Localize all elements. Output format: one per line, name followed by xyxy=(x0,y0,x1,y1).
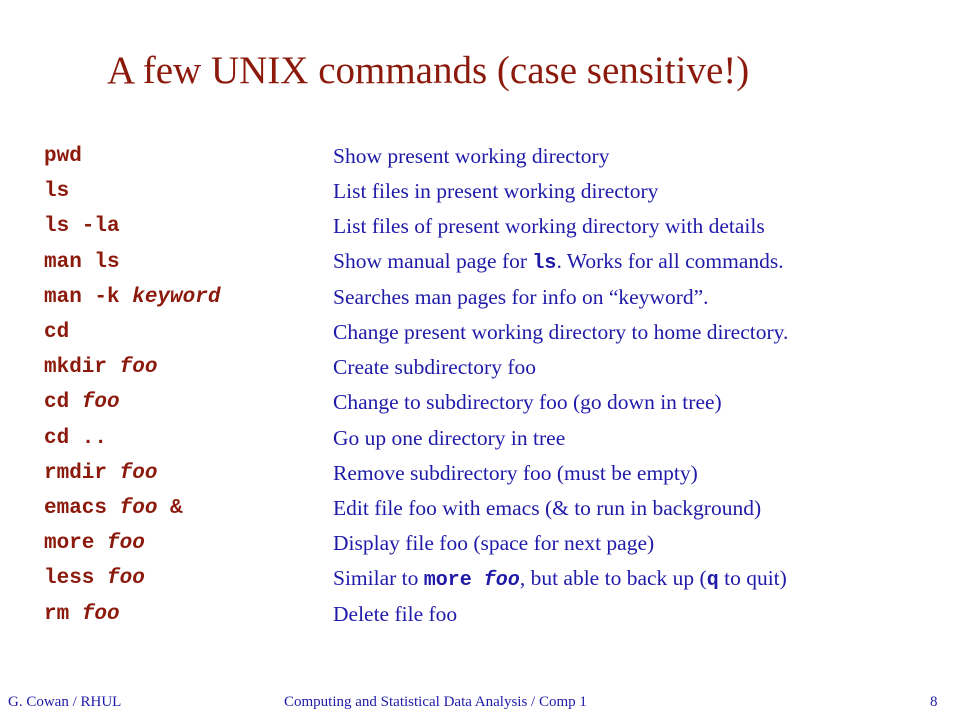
command-description: List files of present working directory … xyxy=(333,214,765,239)
command-text: cd xyxy=(44,391,82,415)
command-text: cd .. xyxy=(44,426,108,450)
command-name: more foo xyxy=(44,532,333,555)
command-description: Similar to more foo, but able to back up… xyxy=(333,566,787,592)
command-text: emacs xyxy=(44,496,120,520)
page-number: 8 xyxy=(930,694,938,710)
command-description: Create subdirectory foo xyxy=(333,355,536,380)
command-text: ls -la xyxy=(44,215,120,239)
command-name: pwd xyxy=(44,145,333,168)
command-row: more foo Display file foo (space for nex… xyxy=(44,526,944,561)
command-name: man ls xyxy=(44,251,333,274)
command-description: Display file foo (space for next page) xyxy=(333,531,655,556)
command-text: ls xyxy=(44,180,70,204)
command-list: pwd Show present working directory ls Li… xyxy=(44,139,944,632)
command-argument: foo xyxy=(107,532,145,556)
command-row: emacs foo & Edit file foo with emacs (& … xyxy=(44,491,944,526)
command-row: cd .. Go up one directory in tree xyxy=(44,421,944,456)
footer-author: G. Cowan / RHUL xyxy=(8,694,122,710)
slide-title: A few UNIX commands (case sensitive!) xyxy=(107,49,750,92)
description-text: . Works for all commands. xyxy=(556,249,784,274)
command-text: rm xyxy=(44,602,82,626)
command-name: less foo xyxy=(44,567,333,590)
command-description: Show manual page for ls. Works for all c… xyxy=(333,249,784,275)
command-name: emacs foo & xyxy=(44,497,333,520)
inline-code-text: more xyxy=(423,568,484,592)
command-text: mkdir xyxy=(44,356,120,380)
command-row: ls List files in present working directo… xyxy=(44,174,944,209)
command-description: Go up one directory in tree xyxy=(333,425,566,450)
command-name: cd foo xyxy=(44,391,333,414)
description-text: Similar to xyxy=(333,565,424,590)
command-argument: foo xyxy=(81,602,120,626)
command-argument: foo xyxy=(81,391,120,415)
command-name: cd .. xyxy=(44,427,333,450)
command-text: cd xyxy=(44,321,70,345)
command-text: more xyxy=(44,532,108,556)
command-row: mkdir foo Create subdirectory foo xyxy=(44,350,944,385)
command-row: pwd Show present working directory xyxy=(44,139,944,174)
command-description: Change to subdirectory foo (go down in t… xyxy=(333,390,722,415)
command-description: Edit file foo with emacs (& to run in ba… xyxy=(333,495,762,520)
command-row: rm foo Delete file foo xyxy=(44,596,944,631)
description-text: Show manual page for xyxy=(333,249,533,274)
command-name: ls -la xyxy=(44,215,333,238)
description-text: , but able to back up ( xyxy=(519,565,707,590)
command-row: ls -la List files of present working dir… xyxy=(44,209,944,244)
command-row: cd foo Change to subdirectory foo (go do… xyxy=(44,385,944,420)
command-name: man -k keyword xyxy=(44,286,333,309)
command-text: pwd xyxy=(44,145,82,169)
command-argument: foo xyxy=(107,567,145,591)
command-text: man ls xyxy=(44,250,120,274)
command-description: Delete file foo xyxy=(333,601,458,626)
command-text: man -k xyxy=(44,285,133,309)
command-name: rmdir foo xyxy=(44,462,333,485)
command-row: man ls Show manual page for ls. Works fo… xyxy=(44,245,944,280)
command-description: Remove subdirectory foo (must be empty) xyxy=(333,460,698,485)
inline-code: ls xyxy=(532,252,557,276)
command-name: rm foo xyxy=(44,603,333,626)
command-row: cd Change present working directory to h… xyxy=(44,315,944,350)
footer-course: Computing and Statistical Data Analysis … xyxy=(284,694,587,710)
command-description: List files in present working directory xyxy=(333,179,659,204)
inline-code: more foo xyxy=(424,569,520,592)
command-description: Searches man pages for info on “keyword”… xyxy=(333,284,709,309)
command-name: ls xyxy=(44,180,333,203)
command-text: & xyxy=(157,496,183,520)
command-text: rmdir xyxy=(44,461,120,485)
command-argument: foo xyxy=(119,461,158,485)
inline-code: q xyxy=(706,568,719,592)
command-row: rmdir foo Remove subdirectory foo (must … xyxy=(44,456,944,491)
description-text: to quit) xyxy=(718,565,787,590)
command-row: man -k keyword Searches man pages for in… xyxy=(44,280,944,315)
command-name: cd xyxy=(44,321,333,344)
command-argument: foo xyxy=(119,356,158,380)
command-row: less foo Similar to more foo, but able t… xyxy=(44,561,944,596)
command-argument: foo xyxy=(119,496,158,520)
command-text: less xyxy=(44,567,108,591)
command-description: Change present working directory to home… xyxy=(333,320,789,345)
command-name: mkdir foo xyxy=(44,356,333,379)
command-argument: keyword xyxy=(132,285,221,309)
command-description: Show present working directory xyxy=(333,144,610,169)
inline-code-argument: foo xyxy=(483,568,520,592)
